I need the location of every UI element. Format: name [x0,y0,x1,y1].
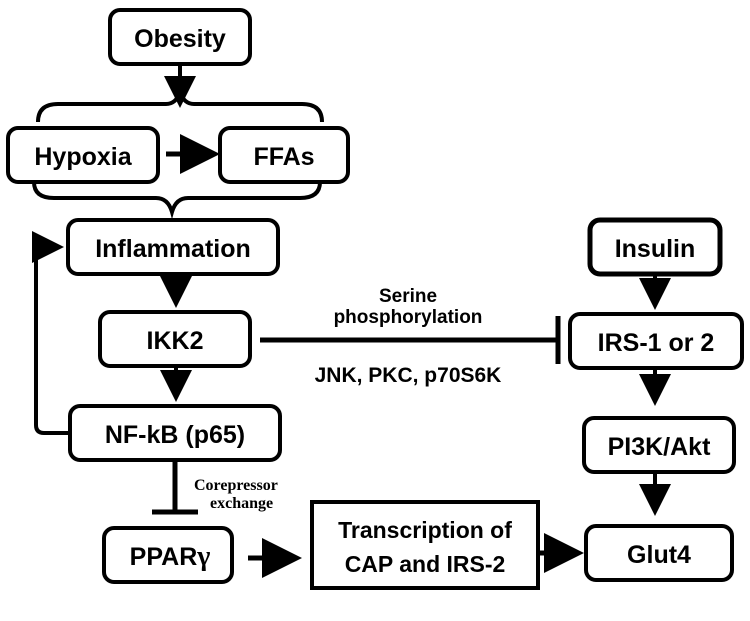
irs-label: IRS-1 or 2 [598,329,715,357]
kinases-label: JNK, PKC, p70S6K [315,364,502,387]
serine-label-line2: phosphorylation [334,307,483,328]
brace-top [36,85,324,123]
node-glut4: Glut4 [584,524,734,582]
node-inflammation: Inflammation [66,218,280,276]
node-obesity: Obesity [108,8,252,66]
feedback-loop-arrow [32,231,70,435]
node-ffas: FFAs [218,126,350,184]
glut4-label: Glut4 [627,541,691,569]
node-transcription: Transcription of CAP and IRS-2 [310,500,540,590]
node-irs: IRS-1 or 2 [568,312,744,370]
inflammation-label: Inflammation [95,235,251,263]
ffas-label: FFAs [253,143,314,171]
nfkb-label: NF-kB (p65) [105,421,245,449]
pi3k-label: PI3K/Akt [608,433,711,461]
transcription-line1: Transcription of [338,517,512,543]
transcription-line2: CAP and IRS-2 [345,551,506,577]
node-hypoxia: Hypoxia [6,126,160,184]
node-insulin: Insulin [587,217,723,277]
ppar-label: PPARγ [130,541,211,572]
ppar-gamma-symbol: γ [196,541,210,572]
hypoxia-label: Hypoxia [34,143,132,171]
corepressor-label-line2: exchange [210,495,273,512]
corepressor-label-line1: Corepressor [194,477,278,494]
node-ppar: PPARγ [102,526,234,584]
insulin-label: Insulin [615,235,696,263]
brace-bottom [32,181,322,220]
obesity-label: Obesity [134,25,226,53]
node-nfkb: NF-kB (p65) [68,404,282,462]
ikk2-label: IKK2 [147,327,204,355]
node-ikk2: IKK2 [98,310,252,368]
serine-label-line1: Serine [379,286,437,307]
node-pi3k: PI3K/Akt [582,416,736,474]
ppar-text: PPAR [130,543,198,571]
